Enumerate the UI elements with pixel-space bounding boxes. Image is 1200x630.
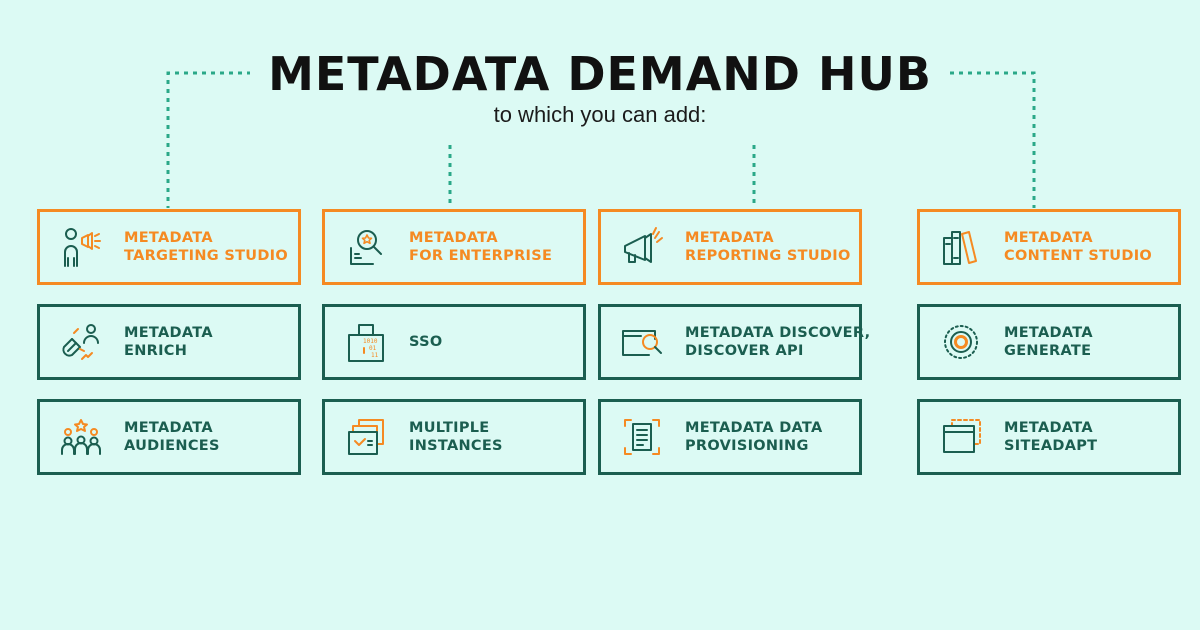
card-label-line2: INSTANCES (409, 438, 503, 454)
window-layout-icon (943, 419, 981, 453)
card-label-line1: METADATA (124, 325, 213, 341)
card-label-line2: REPORTING STUDIO (685, 248, 851, 264)
svg-text:01: 01 (369, 345, 377, 352)
card-data-provisioning[interactable]: METADATA DATA PROVISIONING (598, 399, 862, 475)
card-label-line2: CONTENT STUDIO (1004, 248, 1153, 264)
card-label-line2: ENRICH (124, 343, 188, 359)
card-enrich[interactable]: METADATA ENRICH (37, 304, 301, 380)
magnet-person-icon (62, 324, 99, 360)
browser-search-icon (622, 330, 662, 356)
megaphone-icon (624, 227, 663, 263)
svg-text:11: 11 (371, 352, 379, 359)
card-siteadapt[interactable]: METADATA SITEADAPT (917, 399, 1181, 475)
card-label-line1: MULTIPLE (409, 420, 490, 436)
page-subtitle: to which you can add: (493, 102, 707, 127)
card-reporting-studio[interactable]: METADATA REPORTING STUDIO (598, 209, 862, 285)
card-label-line2: TARGETING STUDIO (124, 248, 288, 264)
card-label-line1: METADATA DISCOVER, (685, 325, 871, 341)
card-label-line1: METADATA (124, 230, 213, 246)
card-label-line2: SITEADAPT (1004, 438, 1098, 454)
card-sso[interactable]: 1010 01 11 SSO (322, 304, 586, 380)
card-label-line1: METADATA (409, 230, 498, 246)
card-label-line1: METADATA (1004, 230, 1093, 246)
card-label-line2: AUDIENCES (124, 438, 220, 454)
books-icon (943, 231, 977, 265)
magnifier-star-icon (350, 230, 382, 265)
person-megaphone-icon (64, 228, 101, 267)
card-for-enterprise[interactable]: METADATA FOR ENTERPRISE (322, 209, 586, 285)
binary-lock-icon: 1010 01 11 (348, 324, 384, 362)
stacked-windows-icon (348, 419, 384, 455)
card-label-line1: METADATA DATA (685, 420, 823, 436)
document-scan-icon (624, 419, 660, 455)
connector-right (914, 71, 1036, 208)
card-label-line2: PROVISIONING (685, 438, 809, 454)
card-label-line1: METADATA (124, 420, 213, 436)
connector-left (166, 71, 278, 208)
card-label-line1: METADATA (1004, 325, 1093, 341)
page-title: METADATA DEMAND HUB (0, 46, 1200, 102)
card-generate[interactable]: METADATA GENERATE (917, 304, 1181, 380)
card-label-line2: GENERATE (1004, 343, 1092, 359)
card-label-line1: SSO (409, 334, 443, 350)
card-multiple-instances[interactable]: MULTIPLE INSTANCES (322, 399, 586, 475)
card-audiences[interactable]: METADATA AUDIENCES (37, 399, 301, 475)
card-content-studio[interactable]: METADATA CONTENT STUDIO (917, 209, 1181, 285)
audience-group-icon (61, 419, 101, 455)
card-label-line2: FOR ENTERPRISE (409, 248, 553, 264)
card-label-line1: METADATA (1004, 420, 1093, 436)
target-circle-icon (944, 325, 978, 359)
card-discover[interactable]: METADATA DISCOVER, DISCOVER API (598, 304, 870, 380)
svg-text:1010: 1010 (363, 338, 378, 345)
card-targeting-studio[interactable]: METADATA TARGETING STUDIO (37, 209, 301, 285)
card-label-line1: METADATA (685, 230, 774, 246)
card-label-line2: DISCOVER API (685, 343, 804, 359)
